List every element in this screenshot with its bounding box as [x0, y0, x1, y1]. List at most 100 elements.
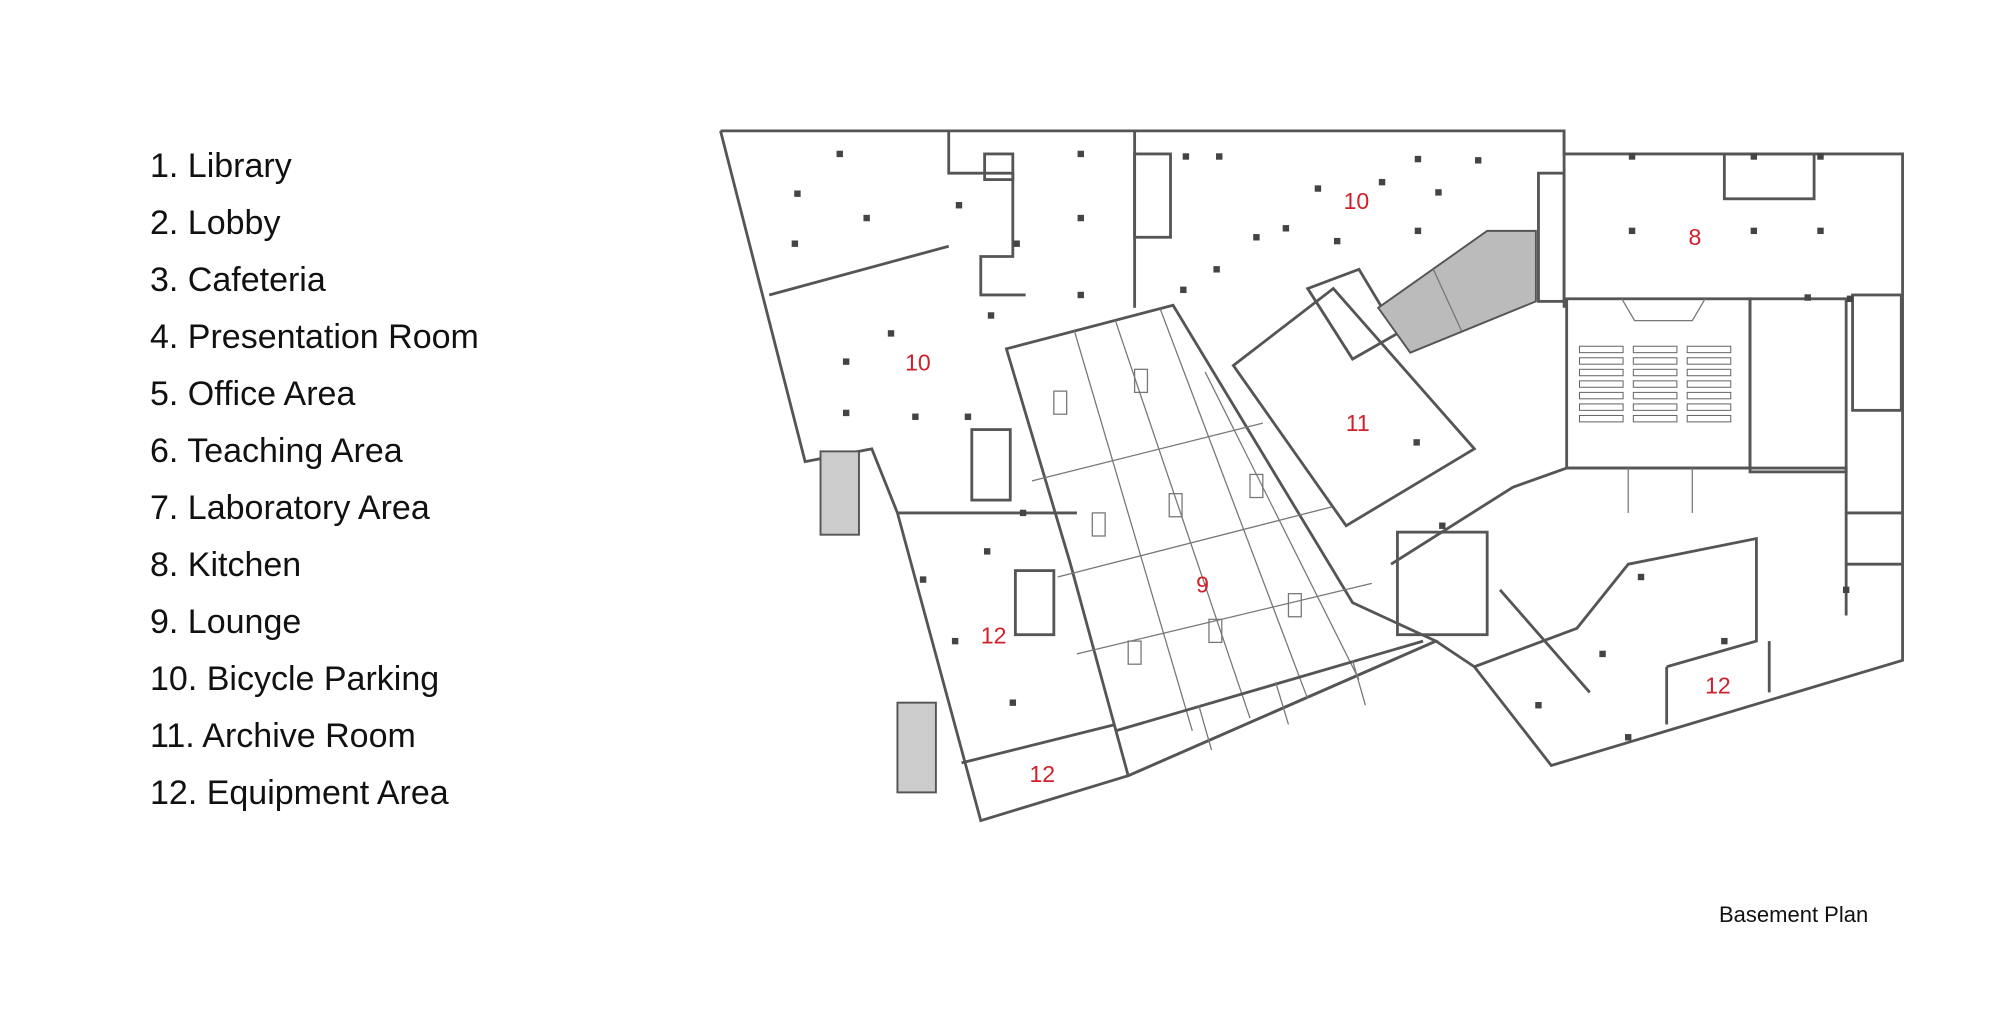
column-marker: [1750, 227, 1758, 235]
column-marker: [919, 576, 927, 583]
column-marker: [964, 413, 972, 420]
lounge-grid: [1004, 303, 1440, 778]
legend-item-library: 1. Library: [150, 147, 292, 185]
seat-row: [1578, 345, 1624, 354]
column-marker: [1378, 178, 1386, 186]
auditorium: [1565, 297, 1848, 474]
south-rooms: [961, 639, 1424, 765]
legend-item-archive-room: 11. Archive Room: [150, 717, 416, 755]
seat-row: [1686, 357, 1732, 365]
room-label-equipment-area-east: 12: [1705, 673, 1731, 699]
column-marker: [1535, 702, 1542, 709]
room-label-bicycle-parking-west: 10: [905, 350, 931, 376]
column-marker: [1282, 225, 1290, 232]
column-marker: [1435, 189, 1442, 196]
column-marker: [1721, 637, 1728, 645]
legend-item-lobby: 2. Lobby: [150, 204, 281, 242]
seat-row: [1632, 357, 1678, 365]
column-marker: [983, 548, 991, 555]
legend-item-lounge: 9. Lounge: [150, 603, 302, 641]
room-label-lounge: 9: [1196, 571, 1209, 597]
column-marker: [1182, 153, 1190, 160]
column-marker: [863, 214, 870, 222]
seat-row: [1632, 345, 1678, 354]
seat-row: [1632, 368, 1678, 377]
column-marker: [1414, 155, 1422, 163]
column-marker: [1842, 586, 1850, 594]
south-east-rooms: [1390, 466, 1903, 725]
column-marker: [1216, 153, 1223, 160]
column-marker: [1413, 439, 1420, 446]
column-marker: [1019, 509, 1027, 517]
column-marker: [1180, 286, 1187, 294]
column-marker: [1637, 573, 1645, 581]
column-marker: [951, 637, 959, 645]
column-marker: [1077, 291, 1084, 299]
legend-item-laboratory-area: 7. Laboratory Area: [150, 489, 430, 527]
column-marker: [791, 240, 799, 247]
seat-row: [1686, 414, 1732, 423]
column-marker: [1414, 227, 1422, 235]
seat-row: [1632, 391, 1678, 400]
legend-item-kitchen: 8. Kitchen: [150, 546, 302, 584]
legend-item-equipment-area: 12. Equipment Area: [150, 774, 449, 812]
column-marker: [1599, 650, 1606, 658]
room-label-equipment-area-south: 12: [1029, 761, 1055, 787]
column-marker: [1009, 699, 1017, 706]
column-marker: [1817, 153, 1824, 160]
column-marker: [887, 330, 895, 337]
column-marker: [1439, 522, 1446, 529]
column-marker: [1333, 237, 1341, 245]
room-label-kitchen: 8: [1688, 224, 1701, 250]
seat-row: [1578, 368, 1624, 377]
column-marker: [1628, 153, 1636, 160]
seat-row: [1578, 391, 1624, 400]
room-label-archive-room: 11: [1346, 410, 1370, 436]
seat-row: [1686, 368, 1732, 377]
seat-row: [1632, 403, 1678, 411]
seat-row: [1686, 403, 1732, 411]
column-marker: [1625, 734, 1632, 741]
plan-caption: Basement Plan: [1719, 902, 1869, 927]
room-label-bicycle-parking-north: 10: [1344, 188, 1370, 214]
column-marker: [842, 409, 850, 417]
staircase-hatched: [1376, 229, 1537, 354]
column-marker: [987, 312, 995, 319]
legend-item-bicycle-parking: 10. Bicycle Parking: [150, 660, 440, 698]
seat-row: [1578, 357, 1624, 365]
column-marker: [1013, 240, 1020, 247]
seat-row: [1578, 414, 1624, 423]
column-marker: [836, 150, 843, 158]
column-marker: [1846, 295, 1854, 303]
service-core-walls: [947, 130, 1903, 637]
seat-row: [1686, 345, 1732, 354]
seat-row: [1578, 380, 1624, 388]
column-marker: [1628, 227, 1636, 235]
column-marker: [1750, 153, 1758, 160]
seat-row: [1686, 391, 1732, 400]
room-label-equipment-area-west: 12: [981, 623, 1007, 649]
legend-item-presentation-room: 4. Presentation Room: [150, 318, 479, 356]
column-marker: [1475, 157, 1482, 164]
column-marker: [1314, 185, 1322, 192]
column-marker: [1077, 214, 1084, 222]
column-marker: [912, 413, 919, 420]
seat-row: [1578, 403, 1624, 411]
seat-row: [1632, 414, 1678, 423]
column-marker: [955, 202, 963, 209]
auditorium-seats: [1578, 345, 1732, 423]
legend-item-teaching-area: 6. Teaching Area: [150, 432, 403, 470]
seat-row: [1686, 380, 1732, 388]
column-marker: [1804, 294, 1811, 301]
room-legend: 1. Library 2. Lobby 3. Cafeteria 4. Pres…: [150, 138, 479, 822]
column-marker: [1077, 150, 1084, 158]
legend-item-cafeteria: 3. Cafeteria: [150, 261, 326, 299]
legend-item-office-area: 5. Office Area: [150, 375, 356, 413]
seat-row: [1632, 380, 1678, 388]
stairs-left: [819, 450, 937, 794]
column-marker: [1817, 227, 1824, 235]
column-marker: [794, 190, 801, 197]
column-marker: [1213, 266, 1220, 273]
structural-columns: [791, 150, 1854, 741]
